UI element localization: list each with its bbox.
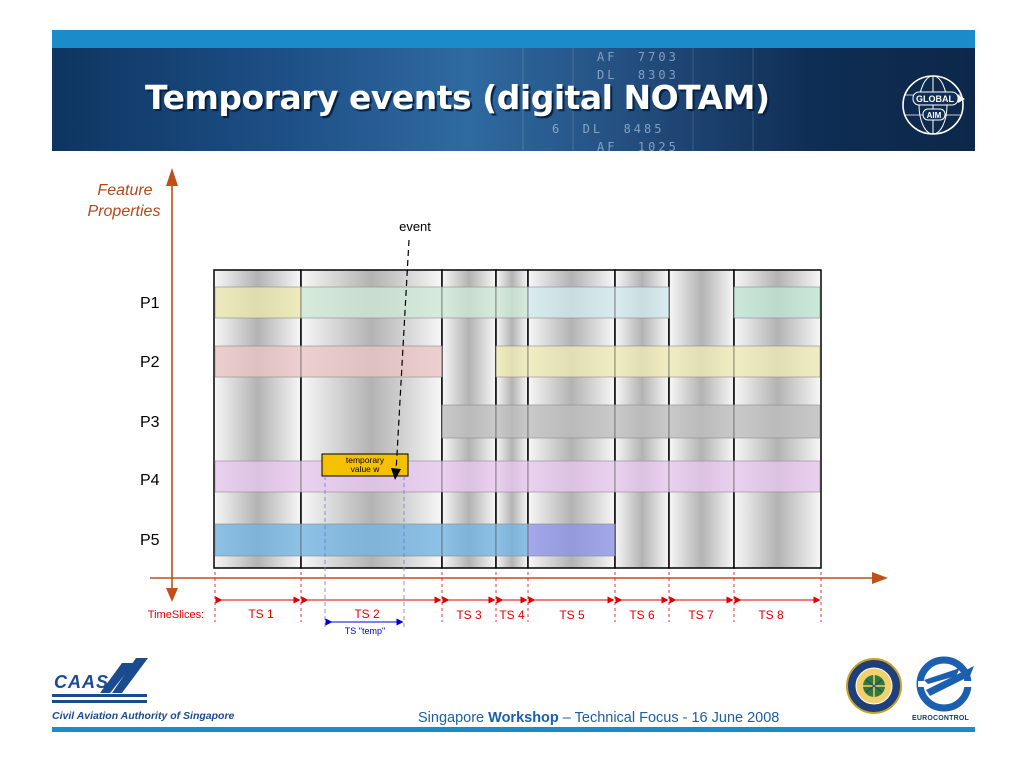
- timeslice-label-ts8: TS 8: [758, 608, 784, 622]
- p3-band: [495, 404, 529, 439]
- property-label-p2: P2: [140, 354, 160, 371]
- eurocontrol-label: EUROCONTROL: [912, 715, 970, 722]
- p5-band: [527, 523, 616, 557]
- faa-seal-icon: [846, 658, 902, 714]
- background-code: AF 7703: [597, 50, 679, 64]
- event-pointer-arrow: [391, 468, 401, 480]
- eurocontrol-logo: [916, 656, 974, 712]
- p4-band: [614, 460, 670, 493]
- caas-logo-text: CAAS: [54, 672, 110, 692]
- timeslice-label-ts2: TS 2: [354, 607, 380, 621]
- p4-band: [527, 460, 616, 493]
- footer-rule: [52, 727, 975, 732]
- p4-band: [733, 460, 821, 493]
- p1-band: [733, 286, 821, 319]
- p1-band: [614, 286, 670, 319]
- event-pointer-line: [395, 239, 410, 473]
- p2-band: [668, 345, 735, 378]
- header-banner: AF 7703 DL 8303 6 DL 8485 AF 1025: [52, 48, 975, 151]
- p1-band: [300, 286, 443, 319]
- property-label-p3: P3: [140, 414, 160, 431]
- p4-band: [495, 460, 529, 493]
- footer-text: Singapore Workshop – Technical Focus - 1…: [418, 710, 779, 726]
- page-title: Temporary events (digital NOTAM): [145, 78, 770, 117]
- p1-band: [527, 286, 616, 319]
- background-code: DL 8303: [597, 68, 679, 82]
- p3-band: [441, 404, 497, 439]
- p2-band: [214, 345, 302, 378]
- temporary-value-box: [321, 453, 409, 477]
- footer-text-bold: Workshop: [488, 710, 559, 726]
- p5-band: [300, 523, 443, 557]
- p3-band: [527, 404, 616, 439]
- p1-band: [441, 286, 497, 319]
- header-top-bar: [52, 30, 975, 48]
- temporary-value-label: value w: [351, 464, 381, 474]
- background-code: 6 DL 8485: [552, 122, 665, 136]
- timeslice-label-ts1: TS 1: [248, 607, 274, 621]
- property-label-p5: P5: [140, 532, 160, 549]
- p5-band: [441, 523, 497, 557]
- timeslice-label-ts7: TS 7: [688, 608, 714, 622]
- temp-timeslice-label: TS "temp": [345, 626, 385, 636]
- timeslice-label-ts5: TS 5: [559, 608, 585, 622]
- caas-subtitle: Civil Aviation Authority of Singapore: [52, 710, 235, 722]
- event-label: event: [399, 219, 431, 234]
- caas-logo: [52, 658, 148, 703]
- p2-band: [495, 345, 529, 378]
- p2-band: [300, 345, 443, 378]
- p3-band: [668, 404, 735, 439]
- p4-band: [668, 460, 735, 493]
- p3-band: [733, 404, 821, 439]
- p5-band: [214, 523, 302, 557]
- y-axis-arrow-up: [166, 168, 178, 186]
- timeslice-label-ts3: TS 3: [456, 608, 482, 622]
- footer-text-suffix: – Technical Focus - 16 June 2008: [558, 710, 780, 726]
- globe-logo-top-text: GLOBAL: [916, 94, 954, 104]
- timeslice-ticks: [214, 572, 822, 622]
- p2-band: [614, 345, 670, 378]
- y-axis-label: Feature: [97, 182, 152, 199]
- p2-band: [733, 345, 821, 378]
- p3-band: [614, 404, 670, 439]
- p5-band: [495, 523, 529, 557]
- timeslice-label-ts4: TS 4: [499, 608, 525, 622]
- x-axis-arrow: [872, 572, 888, 584]
- p1-band: [214, 286, 302, 319]
- property-label-p4: P4: [140, 472, 160, 489]
- global-aim-logo: GLOBAL AIM: [902, 75, 965, 135]
- footer-text-prefix: Singapore: [418, 710, 489, 726]
- timeslices-label: TimeSlices:: [148, 609, 204, 621]
- timeslice-column: [300, 269, 443, 569]
- y-axis-label: Properties: [88, 203, 161, 220]
- p2-band: [527, 345, 616, 378]
- background-code: AF 1025: [597, 140, 679, 151]
- property-label-p1: P1: [140, 295, 160, 312]
- globe-logo-bottom-text: AIM: [927, 111, 942, 120]
- timeslice-label-ts6: TS 6: [629, 608, 655, 622]
- p4-band: [214, 460, 302, 493]
- y-axis-arrow-down: [166, 588, 178, 602]
- temporary-value-label: temporary: [346, 455, 385, 465]
- property-bands: [214, 286, 821, 557]
- p1-band: [495, 286, 529, 319]
- p4-band: [441, 460, 497, 493]
